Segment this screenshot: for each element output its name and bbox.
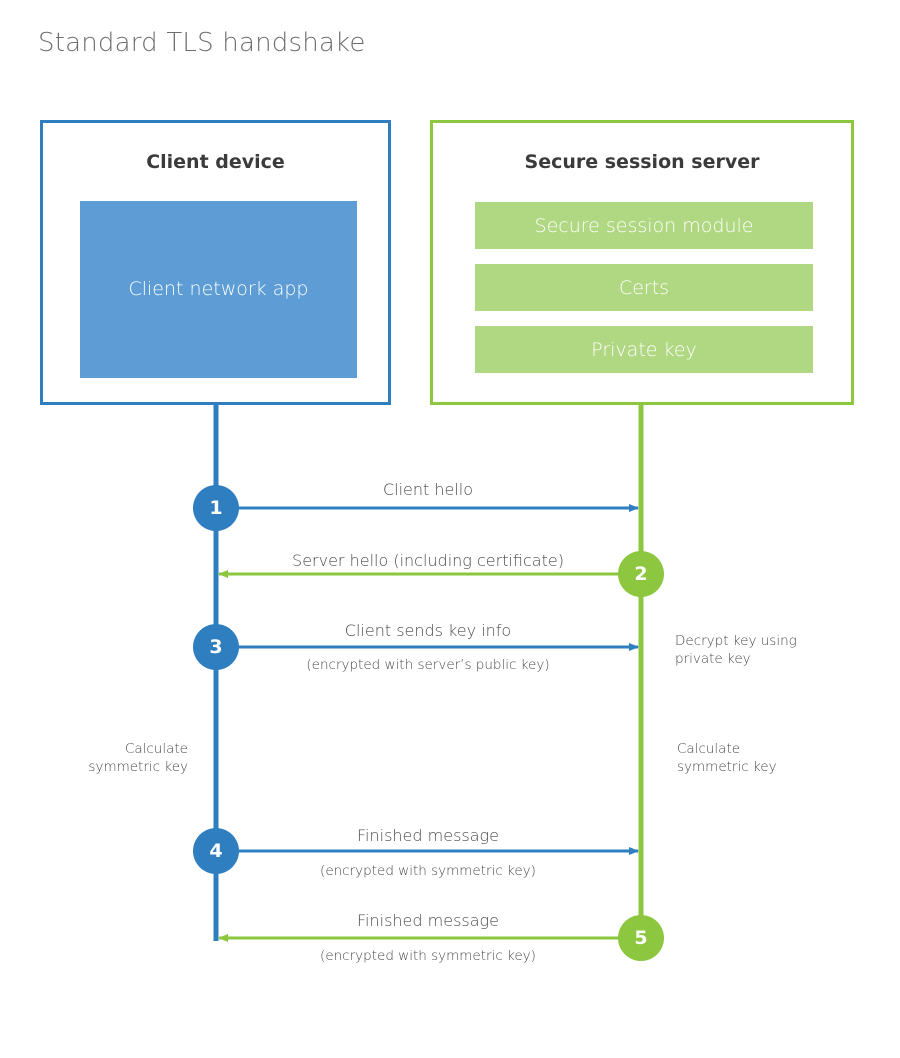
server-component-secure-session-module: Secure session module [475,202,813,249]
step-sublabel-5: (encrypted with symmetric key) [320,948,536,964]
client-device-box: Client device Client network app [40,120,391,405]
server-component-private-key: Private key [475,326,813,373]
server-component-list: Secure session module Certs Private key [475,202,813,388]
step-badge-3: 3 [193,624,239,670]
step-sublabel-4: (encrypted with symmetric key) [320,863,536,879]
client-device-title: Client device [146,151,285,173]
step-label-2: Server hello (including certificate) [292,551,564,570]
note-client-calculate-symmetric-key: Calculate symmetric key [60,740,188,776]
secure-session-server-box: Secure session server Secure session mod… [430,120,854,405]
note-decrypt-key: Decrypt key using private key [675,632,797,668]
step-badge-2: 2 [618,551,664,597]
step-label-1: Client hello [382,480,474,499]
note-decrypt-key-line-2: private key [675,651,751,668]
note-server-calc-line-1: Calculate [677,741,741,757]
note-client-calc-line-2: symmetric key [88,759,188,776]
note-decrypt-key-line-1: Decrypt key using [675,633,797,649]
note-server-calc-line-2: symmetric key [677,759,777,776]
client-network-app: Client network app [80,201,357,378]
step-sublabel-3: (encrypted with server’s public key) [306,657,550,673]
step-label-5: Finished message [357,911,499,930]
secure-session-server-title: Secure session server [524,151,760,173]
step-badge-4: 4 [193,828,239,874]
note-server-calculate-symmetric-key: Calculate symmetric key [677,740,777,776]
step-label-4: Finished message [357,826,499,845]
note-client-calc-line-1: Calculate [124,741,188,757]
server-component-certs: Certs [475,264,813,311]
step-badge-1: 1 [193,485,239,531]
page-title: Standard TLS handshake [38,28,366,58]
step-label-3: Client sends key info [344,621,512,640]
step-badge-5: 5 [618,915,664,961]
